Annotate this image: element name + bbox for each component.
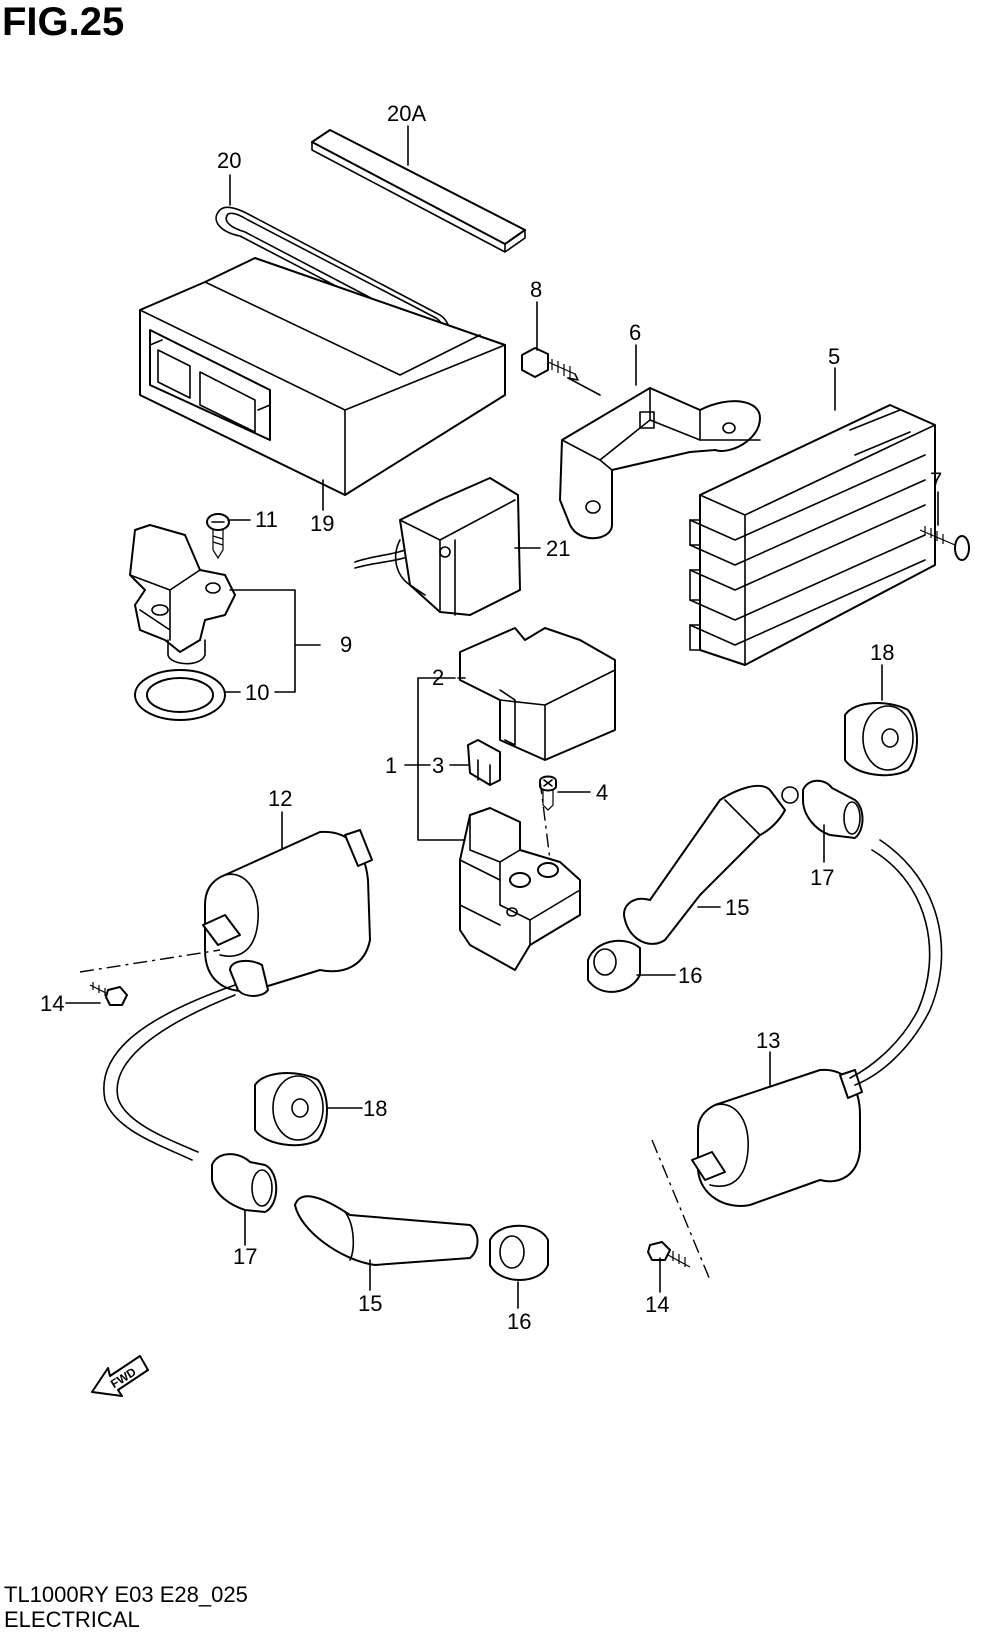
callout-21: 21 bbox=[546, 536, 570, 561]
callout-17: 17 bbox=[233, 1244, 257, 1269]
callout-4: 4 bbox=[596, 780, 608, 805]
part-17-boot-rear bbox=[802, 779, 864, 839]
part-11-screw bbox=[206, 513, 230, 560]
part-10-oring bbox=[134, 669, 226, 721]
callout-20a: 20A bbox=[387, 101, 426, 126]
callout-1: 1 bbox=[385, 753, 397, 778]
figure-title: FIG.25 bbox=[2, 0, 125, 44]
part-17-boot-front bbox=[211, 1153, 278, 1213]
part-13-ignition-coil bbox=[691, 1068, 863, 1207]
callout-13: 13 bbox=[756, 1028, 780, 1053]
section-name: ELECTRICAL bbox=[4, 1607, 140, 1632]
callout-3: 3 bbox=[432, 753, 444, 778]
part-9-sensor bbox=[129, 524, 236, 665]
callout-5: 5 bbox=[828, 344, 840, 369]
part-15-plug-cap-rear bbox=[623, 784, 799, 945]
hightension-leads bbox=[103, 839, 943, 1161]
callout-20: 20 bbox=[217, 148, 241, 173]
part-18-grommet-front bbox=[254, 1072, 328, 1147]
part-21-relay bbox=[354, 477, 521, 616]
mounting-centerlines bbox=[79, 779, 711, 1281]
part-5-regulator bbox=[689, 404, 936, 666]
callout-18: 18 bbox=[363, 1096, 387, 1121]
callout-7: 7 bbox=[930, 468, 942, 493]
part-4-screw bbox=[539, 775, 557, 811]
part-16-seal-rear bbox=[587, 939, 641, 993]
part-16-seal-front bbox=[489, 1224, 549, 1281]
callout-2: 2 bbox=[432, 665, 444, 690]
callout-16: 16 bbox=[507, 1309, 531, 1334]
callout-19: 19 bbox=[310, 511, 334, 536]
callout-14: 14 bbox=[40, 991, 64, 1016]
part-14-bolt-front bbox=[89, 982, 128, 1006]
part-15-plug-cap-front bbox=[294, 1195, 479, 1266]
part-12-ignition-coil bbox=[202, 829, 373, 997]
callout-17: 17 bbox=[810, 865, 834, 890]
part-2-cover bbox=[459, 627, 616, 761]
fwd-arrow-icon: FWD bbox=[91, 1355, 149, 1397]
part-20a-pad bbox=[311, 129, 526, 253]
leader-lines bbox=[65, 125, 939, 1309]
callout-18: 18 bbox=[870, 640, 894, 665]
part-3-fuse bbox=[467, 739, 501, 786]
model-code: TL1000RY E03 E28_025 bbox=[4, 1582, 248, 1607]
callout-14: 14 bbox=[645, 1292, 669, 1317]
callout-9: 9 bbox=[340, 632, 352, 657]
callout-16: 16 bbox=[678, 963, 702, 988]
part-19-ecm bbox=[139, 257, 506, 496]
callout-12: 12 bbox=[268, 786, 292, 811]
callout-11: 11 bbox=[255, 507, 278, 532]
callout-15: 15 bbox=[725, 895, 749, 920]
callout-labels: 20A 20 8 6 5 7 19 11 21 9 10 2 1 3 4 18 … bbox=[40, 101, 942, 1334]
part-1-fuse-block bbox=[459, 807, 581, 971]
part-8-bolt bbox=[521, 347, 579, 381]
callout-8: 8 bbox=[530, 277, 542, 302]
part-7-screw bbox=[919, 526, 970, 561]
part-6-bracket bbox=[559, 387, 761, 540]
part-14-bolt-rear bbox=[647, 1241, 691, 1268]
callout-15: 15 bbox=[358, 1291, 382, 1316]
part-18-grommet-rear bbox=[844, 702, 918, 777]
callout-6: 6 bbox=[629, 320, 641, 345]
callout-10: 10 bbox=[245, 680, 269, 705]
